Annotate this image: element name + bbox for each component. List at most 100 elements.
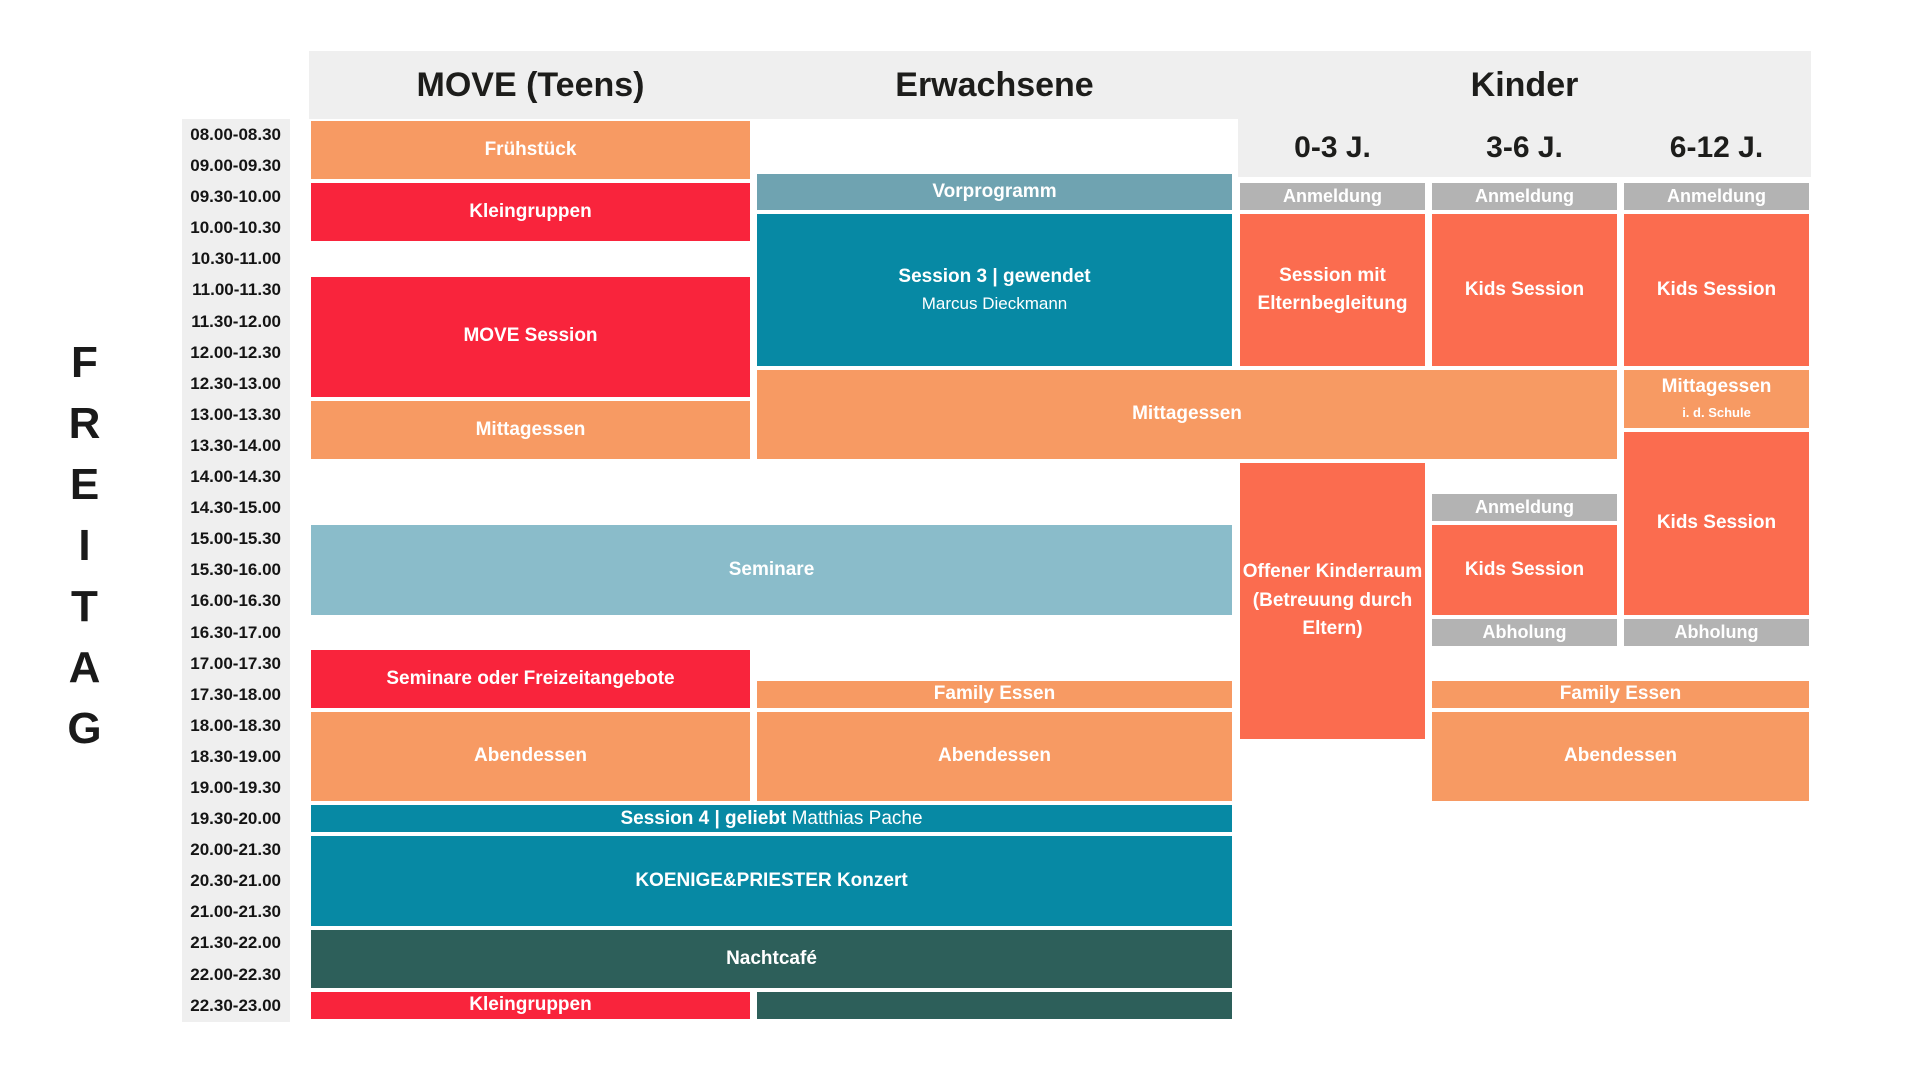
event-label: KOENIGE&PRIESTER Konzert (635, 869, 908, 891)
event-kids-session-k36-1: Kids Session (1432, 214, 1617, 366)
event-kleingruppen-abend: Kleingruppen (311, 991, 750, 1019)
kinder-subheader-0-3: 0-3 J. (1294, 131, 1371, 164)
day-label: FREITAG (60, 338, 109, 765)
time-slot: 20.00-21.30 (190, 840, 281, 860)
time-slot: 09.30-10.00 (190, 187, 281, 207)
time-slot: 18.00-18.30 (190, 715, 281, 735)
event-label: Seminare (728, 558, 815, 580)
time-slot: 11.30-12.00 (191, 311, 281, 331)
event-label: Family Essen (933, 683, 1056, 705)
time-slot: 15.30-16.00 (190, 560, 281, 580)
event-label: Mittagessen (1132, 403, 1242, 425)
event-label: Anmeldung (1475, 186, 1574, 207)
event-label: Seminare oder Freizeitangebote (386, 667, 675, 689)
event-label: Kids Session (1656, 512, 1777, 534)
event-label: Frühstück (484, 138, 577, 160)
event-abendessen-erw: Abendessen (757, 711, 1232, 802)
header-band (309, 51, 1811, 119)
event-label: Anmeldung (1283, 186, 1382, 207)
event-label: Abholung (1674, 621, 1759, 642)
time-slot: 22.30-23.00 (190, 995, 281, 1015)
event-label: Offener Kinderraum (1242, 561, 1423, 583)
event-anmeldung-k612: Anmeldung (1624, 183, 1809, 211)
event-label: Mittagessen (1661, 375, 1772, 397)
time-slot: 20.30-21.00 (190, 871, 281, 891)
event-label: Session 4 | geliebt Matthias Pache (620, 807, 923, 829)
event-family-essen-kinder: Family Essen (1432, 680, 1809, 708)
kinder-subheader-band (1238, 119, 1811, 177)
event-abholung-k36: Abholung (1432, 618, 1617, 646)
time-slot: 11.00-11.30 (192, 280, 281, 300)
event-label: Kleingruppen (469, 994, 592, 1016)
event-seminare-oder-freizeitangebote: Seminare oder Freizeitangebote (311, 649, 750, 708)
event-label: Nachtcafé (726, 947, 817, 969)
event-label: Vorprogramm (932, 180, 1057, 202)
event-anmeldung-k03: Anmeldung (1240, 183, 1425, 211)
kinder-subheader-3-6: 3-6 J. (1486, 131, 1563, 164)
event-label: Kleingruppen (469, 201, 592, 223)
event-label: Kids Session (1464, 278, 1585, 300)
event-kids-session-k612-1: Kids Session (1624, 214, 1809, 366)
event-move-session: MOVE Session (311, 276, 750, 397)
event-label: Anmeldung (1475, 497, 1574, 518)
event-nachtcafe-fortsetzung (757, 991, 1232, 1019)
time-slot: 14.00-14.30 (190, 467, 281, 487)
time-slot: 13.30-14.00 (190, 435, 281, 455)
event-koenige-priester-konzert: KOENIGE&PRIESTER Konzert (311, 836, 1232, 926)
event-label: Family Essen (1559, 683, 1682, 705)
time-slot: 21.30-22.00 (190, 933, 281, 953)
event-family-essen-erw: Family Essen (757, 680, 1232, 708)
time-slot: 17.00-17.30 (190, 653, 281, 673)
column-header-kinder: Kinder (1470, 65, 1579, 104)
event-kids-session-k612-2: Kids Session (1624, 432, 1809, 615)
event-nachtcafe: Nachtcafé (311, 929, 1232, 988)
event-label: Abendessen (938, 745, 1051, 767)
event-kids-session-k36-2: Kids Session (1432, 525, 1617, 615)
event-label: Elternbegleitung (1257, 293, 1408, 315)
event-vorprogramm: Vorprogramm (757, 173, 1232, 211)
kinder-subheader-6-12: 6-12 J. (1669, 131, 1764, 164)
event-label: Session mit (1279, 264, 1386, 286)
event-label: Kids Session (1656, 278, 1777, 300)
event-mittagessen-move: Mittagessen (311, 400, 750, 460)
time-slot: 22.00-22.30 (190, 964, 281, 984)
event-label: Eltern) (1302, 618, 1363, 640)
time-slot: 08.00-08.30 (190, 125, 281, 144)
event-anmeldung-k36: Anmeldung (1432, 183, 1617, 211)
time-slot: 15.00-15.30 (190, 529, 281, 549)
event-session-4: Session 4 | geliebt Matthias Pache (311, 805, 1232, 833)
time-slot: 16.00-16.30 (190, 591, 281, 611)
event-abendessen-move: Abendessen (311, 711, 750, 802)
time-column: 08.00-08.30 09.00-09.30 09.30-10.00 10.00-1… (182, 119, 290, 1022)
time-slot: 13.00-13.30 (190, 404, 281, 424)
event-fruehstueck: Frühstück (311, 121, 750, 180)
event-abendessen-kinder: Abendessen (1432, 711, 1809, 802)
event-label: (Betreuung durch (1252, 589, 1413, 611)
time-slot: 14.30-15.00 (190, 498, 281, 518)
event-seminare: Seminare (311, 525, 1232, 615)
time-slot: 09.00-09.30 (190, 156, 281, 176)
event-label: MOVE Session (463, 325, 598, 347)
event-label: Abendessen (1564, 745, 1677, 767)
time-slot: 10.30-11.00 (191, 249, 281, 269)
time-slot: 10.00-10.30 (190, 218, 281, 238)
time-slot: 18.30-19.00 (190, 746, 281, 766)
event-label: Marcus Dieckmann (921, 294, 1068, 314)
time-slot: 16.30-17.00 (190, 622, 281, 642)
event-abholung-k612: Abholung (1624, 618, 1809, 646)
time-slot: 12.30-13.00 (190, 373, 281, 393)
event-mittagessen-schule: Mittagessen i. d. Schule (1624, 369, 1809, 429)
event-label: Anmeldung (1667, 186, 1766, 207)
event-label: Kids Session (1464, 558, 1585, 580)
event-label: Session 3 | gewendet (898, 265, 1091, 287)
column-header-move-teens: MOVE (Teens) (416, 65, 645, 104)
event-label: Abholung (1482, 621, 1567, 642)
event-label: i. d. Schule (1682, 405, 1751, 421)
time-slot: 19.00-19.30 (190, 777, 281, 797)
event-label: Abendessen (474, 745, 587, 767)
column-header-erwachsene: Erwachsene (895, 65, 1094, 104)
